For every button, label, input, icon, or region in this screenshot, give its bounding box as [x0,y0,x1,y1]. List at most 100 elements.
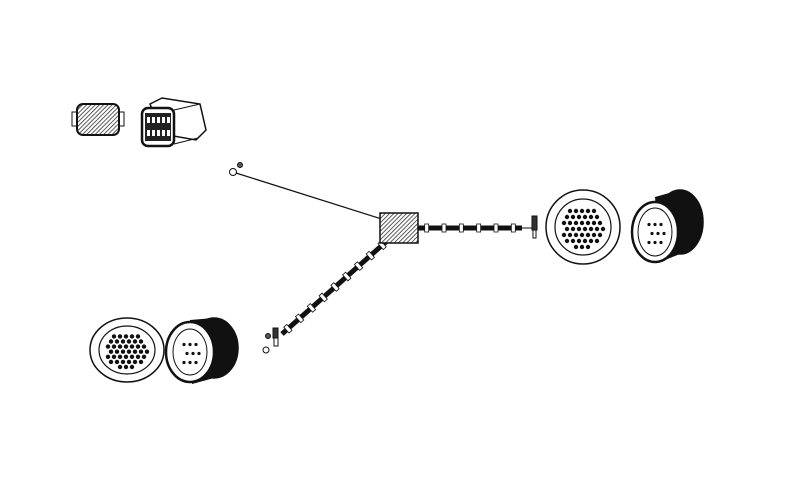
harness-clip [510,223,516,233]
pin [111,334,117,339]
pin [114,339,120,344]
pin [194,360,198,365]
pin [157,130,160,136]
pin [567,232,573,238]
pin [162,130,165,136]
pin [105,344,111,349]
pin [582,214,588,220]
pin [141,354,147,359]
pin [114,349,120,354]
pin [582,226,588,232]
pin [561,232,567,238]
pin [141,344,147,349]
ground-wire [235,172,389,222]
pin [111,344,117,349]
pin [659,222,663,227]
pin [138,359,144,365]
harness-clip [342,271,352,282]
pin [585,244,591,250]
round-connector-face-icon [89,317,165,383]
pin [182,360,186,365]
pin [132,349,138,354]
pin [594,226,600,232]
pin [132,339,138,344]
harness-junction-block-icon [379,212,419,244]
pin [650,231,654,236]
pin [576,214,582,220]
pin [564,238,570,244]
pin [594,238,600,244]
pin [573,244,579,250]
pin [129,364,135,370]
pin [564,214,570,220]
pin [132,359,138,365]
pin [659,240,663,245]
pin [129,354,135,359]
ring-terminal-icon [229,162,243,176]
pin [188,360,192,365]
pin [653,240,657,245]
pin [594,214,600,220]
pin [585,220,591,226]
pin [588,214,594,220]
pin [597,232,603,238]
pin [582,238,588,244]
harness-clip [493,223,499,233]
harness-clip [318,292,328,303]
round-connector-3d-icon [630,189,704,264]
pin [579,244,585,250]
rectangular-connector-face-icon [71,103,125,136]
pin [570,226,576,232]
pin [567,220,573,226]
pin [105,354,111,359]
pin [561,220,567,226]
pin [600,226,606,232]
pin [117,334,123,339]
pin [126,339,132,344]
pin [588,226,594,232]
harness-clip [441,223,447,233]
pin [152,130,155,136]
pin [114,359,120,365]
harness-clip [365,250,376,261]
pin [576,238,582,244]
pin [108,349,114,354]
pin [579,208,585,214]
harness-branch-right [418,215,538,239]
pin [167,117,170,123]
pin [123,364,129,370]
pin [656,231,660,236]
harness-clip [306,303,317,313]
pin [120,359,126,365]
pin [123,354,129,359]
pin [120,349,126,354]
pin [591,232,597,238]
pin [144,349,150,354]
round-connector-face-icon [545,189,621,265]
pin [197,351,201,356]
rectangular-connector-3d-icon [140,97,207,148]
pin [662,231,666,236]
pin [567,208,573,214]
pin [588,238,594,244]
pin [162,117,165,123]
pin [123,334,129,339]
pin [653,222,657,227]
harness-clip [458,223,464,233]
pin [117,354,123,359]
pin [191,351,195,356]
harness-clip [424,223,430,233]
harness-clip [476,223,482,233]
harness-clip [283,323,293,334]
pin [108,339,114,344]
pin [147,117,150,123]
pin [111,354,117,359]
pin [182,342,186,347]
harness-clip [294,313,305,324]
pin [117,344,123,349]
pin [194,342,198,347]
pin [570,214,576,220]
pin [167,130,170,136]
pin [129,344,135,349]
